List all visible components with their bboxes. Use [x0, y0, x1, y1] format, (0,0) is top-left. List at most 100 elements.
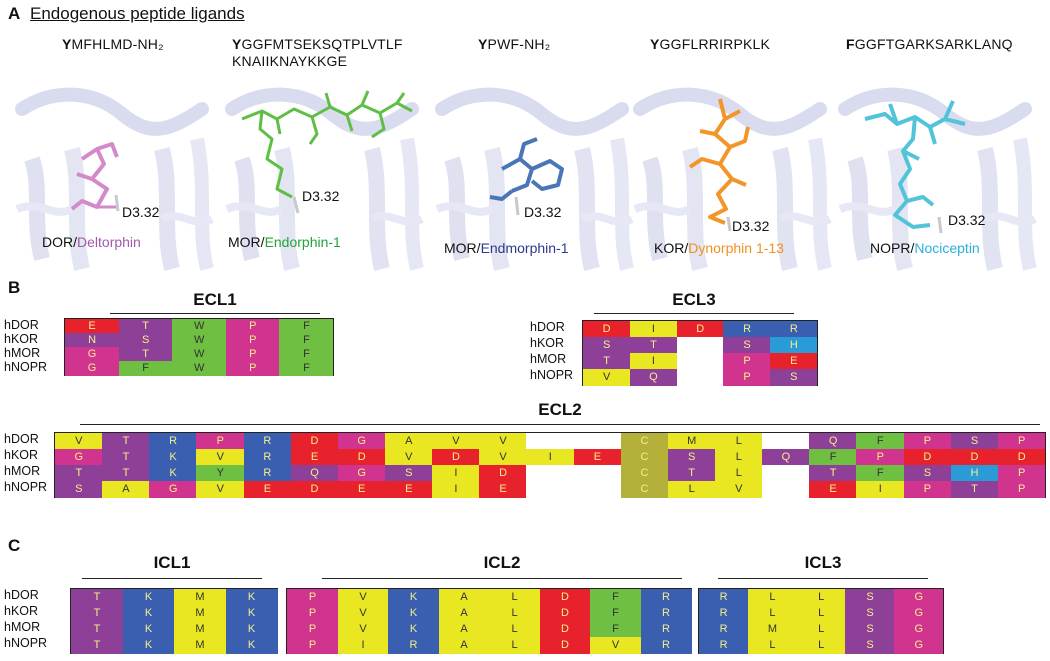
residue-cell: V: [337, 621, 389, 638]
residue-cell: D: [583, 321, 631, 338]
ecl1-row-labels: hDOR hKOR hMOR hNOPR: [4, 318, 47, 374]
residue-cell: F: [279, 319, 334, 334]
residue-cell: L: [667, 481, 716, 498]
row-label: hNOPR: [4, 636, 48, 650]
residue-cell: Q: [809, 433, 857, 450]
residue-cell: [762, 481, 810, 498]
residue-cell: M: [747, 621, 798, 638]
residue-cell: A: [438, 605, 490, 622]
residue-cell: [526, 465, 575, 482]
residue-cell: F: [809, 449, 857, 466]
residue-cell: [676, 369, 724, 386]
residue-cell: P: [287, 605, 338, 622]
residue-cell: P: [196, 433, 245, 450]
ecl3-title: ECL3: [672, 290, 716, 309]
row-label: hNOPR: [4, 480, 48, 494]
residue-cell: K: [225, 589, 278, 606]
residue-cell: V: [55, 433, 103, 450]
residue-cell: P: [225, 319, 280, 334]
residue-cell: C: [620, 465, 669, 482]
row-label: hDOR: [530, 320, 565, 334]
residue-cell: Q: [762, 449, 810, 466]
residue-cell: C: [620, 449, 669, 466]
residue-cell: Q: [290, 465, 339, 482]
residue-cell: G: [894, 637, 944, 654]
residue-cell: P: [856, 449, 905, 466]
structures-row: [0, 84, 1050, 274]
residue-cell: [573, 481, 622, 498]
residue-cell: K: [225, 621, 278, 638]
residue-cell: G: [337, 465, 386, 482]
residue-cell: N: [65, 333, 120, 348]
residue-cell: V: [479, 449, 527, 466]
residue-cell: D: [676, 321, 724, 338]
residue-cell: R: [243, 449, 292, 466]
residue-cell: F: [590, 621, 641, 638]
residue-cell: [762, 465, 810, 482]
row-label: hKOR: [530, 336, 565, 350]
residue-cell: I: [432, 481, 480, 498]
residue-cell: A: [438, 589, 490, 606]
residue-cell: E: [243, 481, 292, 498]
residue-cell: F: [279, 361, 334, 376]
row-label: hKOR: [4, 604, 39, 618]
row-label: hNOPR: [530, 368, 574, 382]
residue-cell: S: [583, 337, 631, 354]
residue-cell: [526, 481, 575, 498]
residue-cell: [676, 337, 724, 354]
residue-cell: L: [796, 605, 846, 622]
complex-label-endmorphin: MOR/Endmorphin-1: [444, 240, 569, 256]
residue-cell: K: [388, 605, 439, 622]
residue-cell: L: [796, 589, 846, 606]
residue-cell: E: [573, 449, 622, 466]
residue-cell: T: [950, 481, 999, 498]
residue-cell: L: [796, 621, 846, 638]
residue-cell: M: [174, 637, 226, 654]
residue-cell: G: [65, 361, 120, 376]
residue-cell: E: [65, 319, 120, 334]
residue-cell: V: [196, 481, 245, 498]
ecl1-title: ECL1: [193, 290, 237, 309]
residue-cell: G: [894, 621, 944, 638]
residue-cell: S: [385, 465, 433, 482]
residue-cell: L: [747, 589, 798, 606]
residue-cell: V: [432, 433, 480, 450]
residue-cell: P: [997, 481, 1046, 498]
residue-cell: F: [590, 589, 641, 606]
structure-deltorphin: [17, 95, 212, 269]
ecl3-rule: [594, 313, 794, 314]
residue-cell: D: [539, 621, 591, 638]
residue-cell: A: [438, 621, 490, 638]
icl-row-labels: hDOR hKOR hMOR hNOPR: [4, 588, 47, 652]
residue-label-nociceptin: D3.32: [948, 212, 986, 228]
residue-cell: E: [809, 481, 857, 498]
residue-cell: L: [715, 449, 763, 466]
residue-cell: D: [903, 449, 952, 466]
residue-cell: K: [388, 621, 439, 638]
residue-cell: L: [489, 605, 540, 622]
residue-cell: P: [903, 481, 952, 498]
row-label: hMOR: [4, 346, 41, 360]
structure-nociceptin: [840, 95, 1035, 269]
residue-cell: L: [715, 465, 763, 482]
residue-cell: L: [796, 637, 846, 654]
residue-cell: V: [583, 369, 631, 386]
residue-cell: V: [196, 449, 245, 466]
complex-label-deltorphin: DOR/Deltorphin: [42, 234, 141, 250]
residue-cell: S: [845, 589, 895, 606]
complex-label-endorphin: MOR/Endorphin-1: [228, 234, 341, 250]
residue-cell: I: [526, 449, 575, 466]
residue-cell: D: [539, 605, 591, 622]
icl2-rule: [322, 578, 682, 579]
residue-cell: F: [590, 605, 641, 622]
ecl2-rule: [80, 424, 1040, 425]
residue-cell: M: [667, 433, 716, 450]
residue-cell: P: [225, 347, 280, 362]
residue-cell: L: [715, 433, 763, 450]
residue-cell: W: [172, 333, 227, 348]
icl3-rule: [718, 578, 928, 579]
